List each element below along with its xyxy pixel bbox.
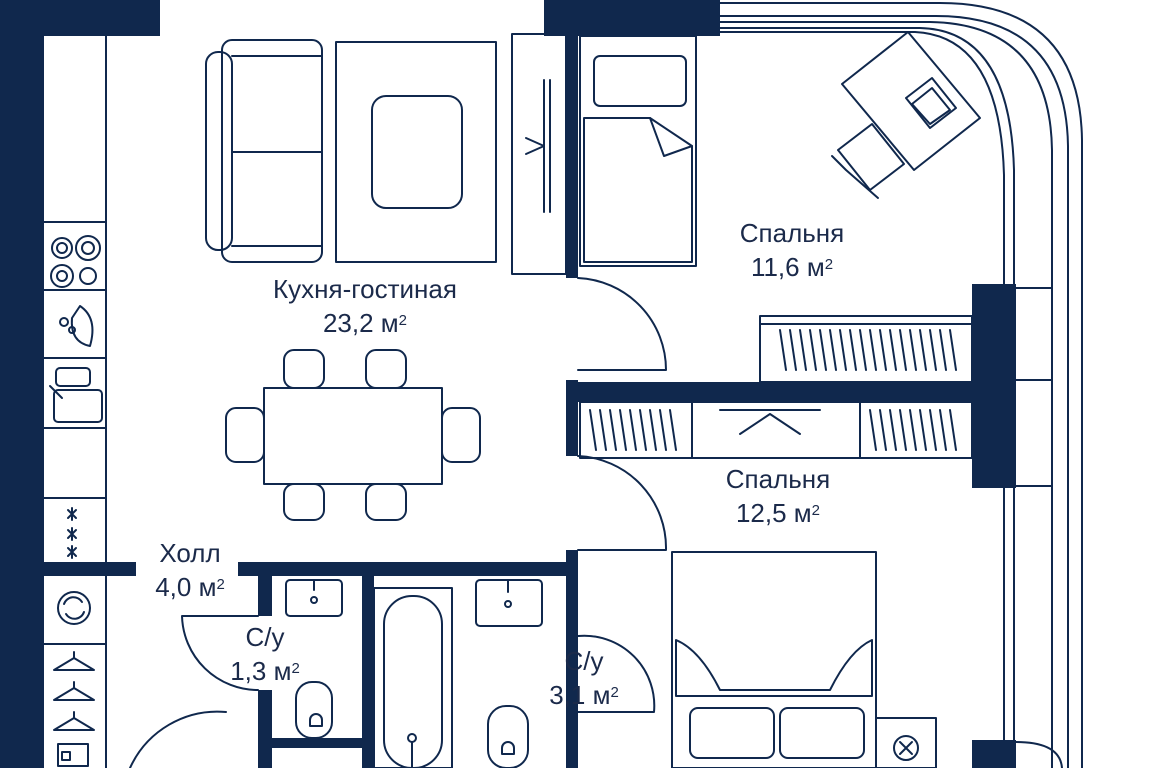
room-area: 1,3 м2 [230,656,300,686]
dining-table-icon [225,349,481,521]
room-area: 23,2 м2 [322,308,408,338]
tv-icon [691,401,861,459]
kitchen-counter [43,35,107,563]
walls [0,0,1016,768]
single-bed-icon [579,35,697,267]
room-name: Спальня [725,464,831,494]
hall-wardrobe [43,575,107,768]
room-name: Кухня-гостиная [273,274,457,304]
room-area: 11,6 м2 [750,252,834,282]
sofa-icon [205,39,323,263]
sink-icon [59,305,94,347]
room-name: Спальня [739,218,845,248]
kitchen-sink-icon [49,367,103,423]
hob-icon [67,507,77,559]
stove-icon [50,235,101,288]
room-label-bath-large: С/у 3,1 м2 [532,644,636,712]
double-bed-icon [671,551,937,768]
bathtub-icon [373,587,453,768]
room-label-bedroom-2: Спальня 12,5 м2 [704,462,852,530]
desk-icon [841,31,981,171]
doors [129,277,668,768]
rug-icon [335,41,497,263]
room-label-bedroom-1: Спальня 11,6 м2 [718,216,866,284]
room-area: 12,5 м2 [735,498,821,528]
room-name: С/у [564,646,604,676]
room-label-bath-small: С/у 1,3 м2 [212,620,318,688]
room-label-kitchen-living: Кухня-гостиная 23,2 м2 [234,272,496,340]
toilet-icon [295,681,529,768]
room-name: Холл [159,538,221,568]
room-label-hall: Холл 4,0 м2 [132,536,248,604]
room-area: 3,1 м2 [549,680,619,710]
room-name: С/у [245,622,285,652]
room-area: 4,0 м2 [155,572,225,602]
wardrobe-icon [759,315,973,383]
facade-curve [719,2,1083,768]
washing-machine-icon [57,591,91,625]
washbasin-icon [285,579,543,627]
hanger-icon [53,651,95,767]
laptop-icon [905,77,957,129]
tv-cabinet-icon [511,33,567,275]
office-chair-icon [831,123,905,199]
